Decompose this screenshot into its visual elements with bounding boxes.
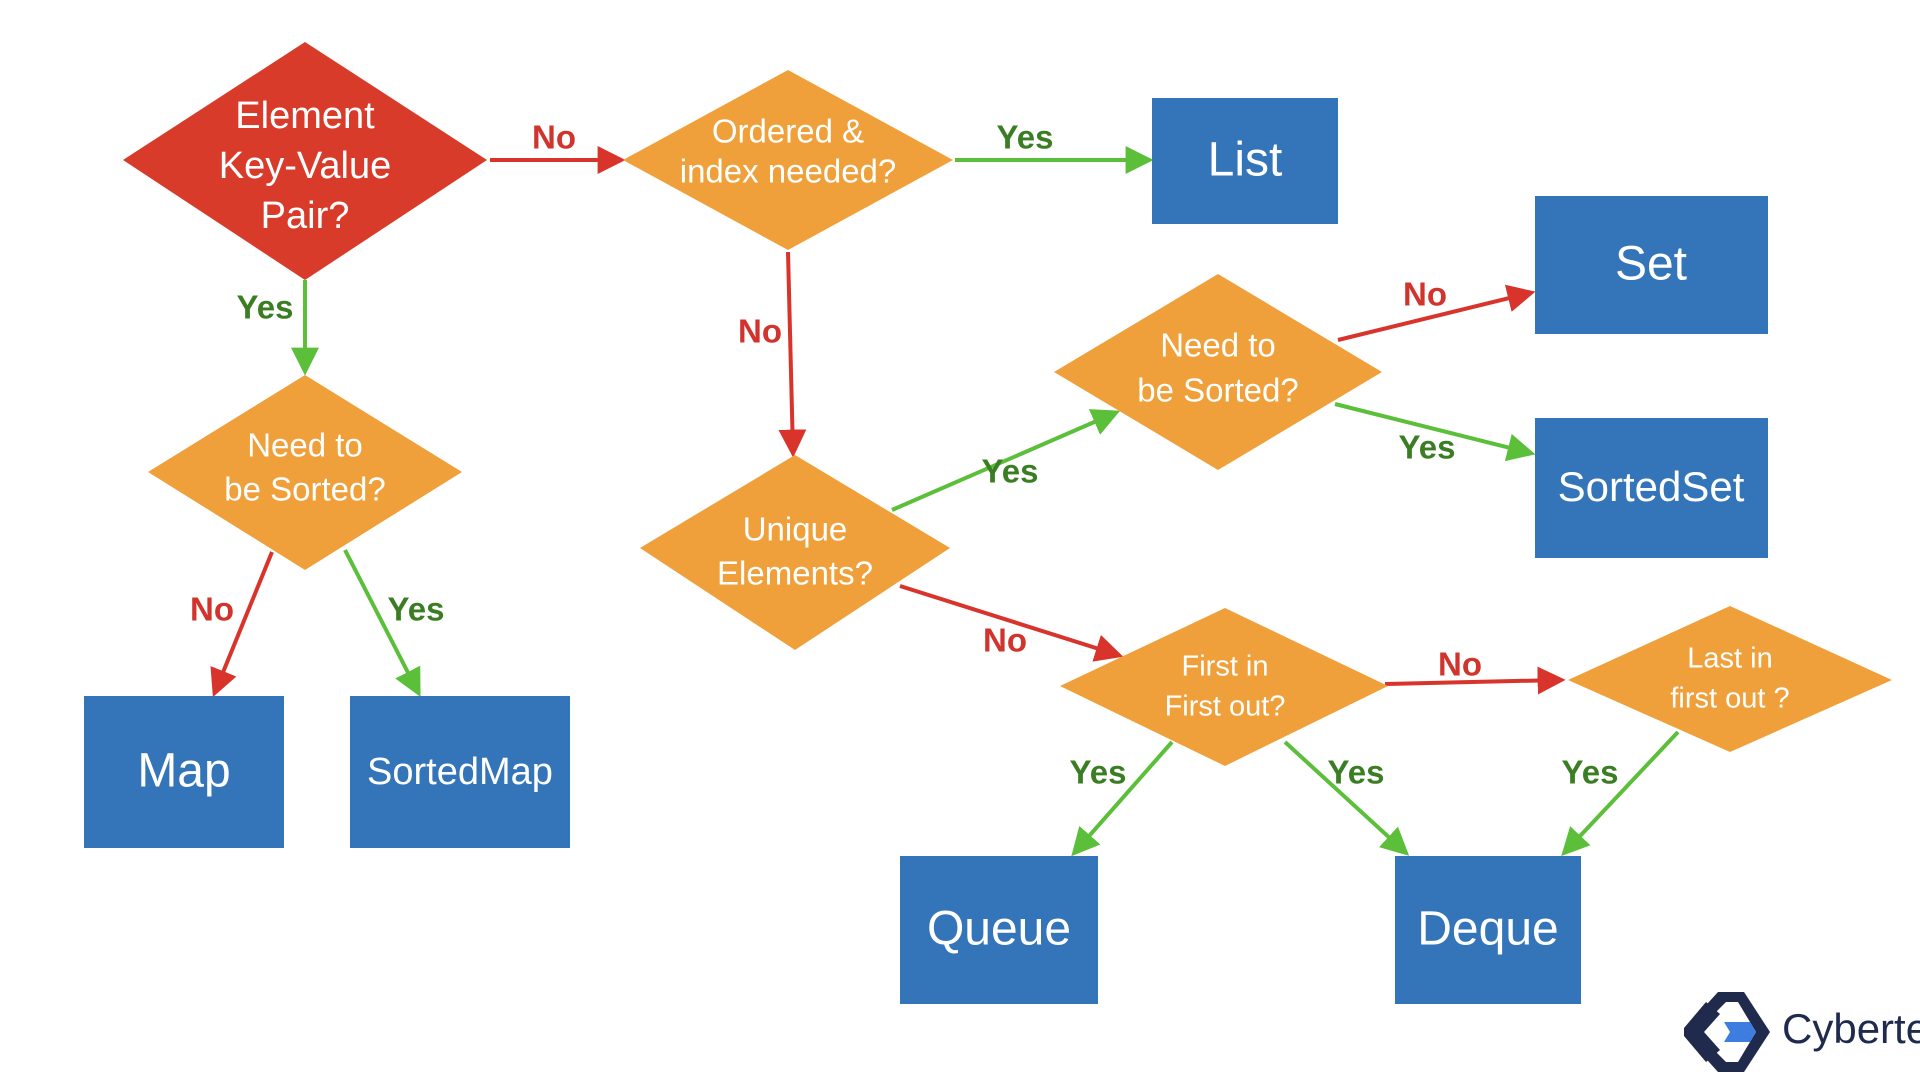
edge-unique-yes — [891, 409, 1121, 512]
terminal-sortedset: SortedSet — [1535, 418, 1768, 558]
label-keyvalue-yes: Yes — [237, 289, 294, 326]
decision-ordered-line1: Ordered & — [712, 113, 864, 150]
decision-sorted-set-line1: Need to — [1160, 327, 1276, 364]
cybertek-logo-icon — [1684, 992, 1770, 1072]
label-sortedset-yes: Yes — [1399, 429, 1456, 466]
terminal-set-label: Set — [1615, 238, 1687, 291]
terminal-sortedset-label: SortedSet — [1558, 463, 1745, 510]
label-fifo-yes-deque: Yes — [1328, 754, 1385, 791]
decision-sorted-map: Need to be Sorted? — [148, 375, 462, 570]
terminal-deque: Deque — [1395, 856, 1581, 1004]
decision-key-value: Element Key-Value Pair? — [123, 42, 487, 280]
edge-sortedmap-no — [210, 551, 274, 698]
label-sortedmap-no: No — [190, 591, 234, 628]
brand-name: Cybertek — [1782, 1005, 1920, 1052]
decision-key-value-line3: Pair? — [261, 195, 350, 237]
label-fifo-no: No — [1438, 646, 1482, 683]
decision-lifo-line2: first out ? — [1670, 683, 1789, 715]
label-sortedset-no: No — [1403, 276, 1447, 313]
label-lifo-yes: Yes — [1562, 754, 1619, 791]
terminal-queue: Queue — [900, 856, 1098, 1004]
label-unique-no: No — [983, 622, 1027, 659]
terminal-map-label: Map — [137, 745, 230, 798]
terminal-sortedmap: SortedMap — [350, 696, 570, 848]
edge-ordered-no — [778, 251, 807, 458]
label-keyvalue-no: No — [532, 119, 576, 156]
decision-fifo-line1: First in — [1182, 651, 1269, 683]
decision-sorted-set: Need to be Sorted? — [1054, 274, 1382, 470]
decision-fifo: First in First out? — [1060, 608, 1388, 766]
decision-sorted-map-line1: Need to — [247, 427, 363, 464]
brand-logo: Cybertek — [1684, 992, 1920, 1072]
edge-fifo-yes-queue — [1071, 740, 1174, 857]
decision-fifo-line2: First out? — [1165, 691, 1286, 723]
decision-sorted-map-line2: be Sorted? — [224, 471, 385, 508]
decision-key-value-line2: Key-Value — [219, 145, 392, 187]
edge-sortedset-no — [1337, 284, 1536, 342]
edge-lifo-yes — [1561, 730, 1680, 857]
edge-unique-no — [899, 584, 1124, 662]
label-ordered-no: No — [738, 313, 782, 350]
decision-unique: Unique Elements? — [640, 455, 950, 650]
label-ordered-yes: Yes — [997, 119, 1054, 156]
label-sortedmap-yes: Yes — [388, 591, 445, 628]
decision-key-value-line1: Element — [235, 95, 375, 137]
label-unique-yes: Yes — [982, 453, 1039, 490]
decision-sorted-set-line2: be Sorted? — [1137, 372, 1298, 409]
edge-sortedset-yes — [1334, 402, 1536, 462]
edge-fifo-no — [1384, 666, 1566, 695]
terminal-map: Map — [84, 696, 284, 848]
label-fifo-yes-queue: Yes — [1070, 754, 1127, 791]
terminal-deque-label: Deque — [1417, 903, 1558, 956]
decision-unique-line1: Unique — [743, 511, 848, 548]
edge-labels: No Yes Yes No No Yes Yes No No Yes No Ye… — [190, 119, 1618, 791]
terminal-set: Set — [1535, 196, 1768, 334]
decision-ordered-line2: index needed? — [680, 153, 897, 190]
terminal-queue-label: Queue — [927, 903, 1071, 956]
decision-lifo: Last in first out ? — [1568, 606, 1892, 752]
terminal-sortedmap-label: SortedMap — [367, 751, 553, 793]
edge-fifo-yes-deque — [1283, 740, 1410, 856]
decision-unique-line2: Elements? — [717, 555, 873, 592]
terminal-list: List — [1152, 98, 1338, 224]
edge-sortedmap-yes — [343, 549, 421, 697]
edges — [210, 146, 1680, 857]
terminal-list-label: List — [1208, 134, 1283, 187]
decision-lifo-line1: Last in — [1687, 643, 1772, 675]
decision-ordered: Ordered & index needed? — [623, 70, 953, 250]
